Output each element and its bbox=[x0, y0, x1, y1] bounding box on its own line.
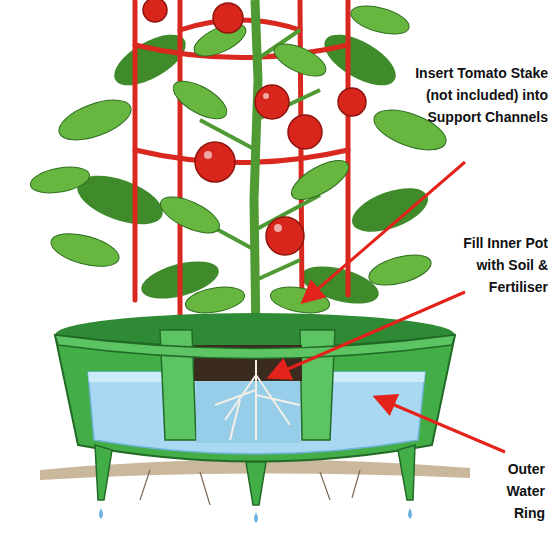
callout-label: Outer Water Ring bbox=[483, 458, 545, 524]
callout-label: Fill Inner Pot with Soil & Fertiliser bbox=[456, 232, 548, 298]
callout-label: Insert Tomato Stake (not included) into … bbox=[413, 62, 548, 128]
